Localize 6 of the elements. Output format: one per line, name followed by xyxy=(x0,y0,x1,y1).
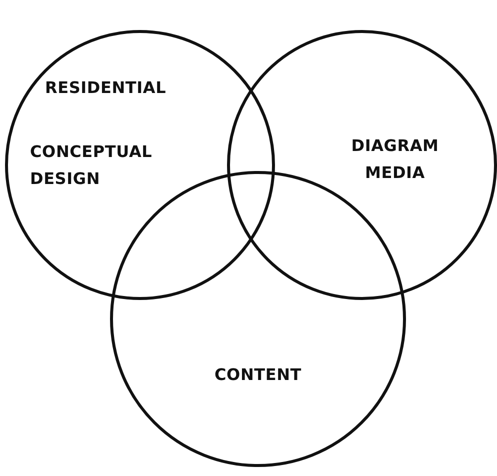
circle-label: CONTENT xyxy=(214,364,302,386)
circle-label: CONCEPTUAL DESIGN xyxy=(30,141,154,190)
venn-circle xyxy=(5,30,275,300)
circle-label: DIAGRAM MEDIA xyxy=(350,135,440,184)
venn-circle xyxy=(227,30,497,300)
circle-label: RESIDENTIAL xyxy=(45,77,168,99)
